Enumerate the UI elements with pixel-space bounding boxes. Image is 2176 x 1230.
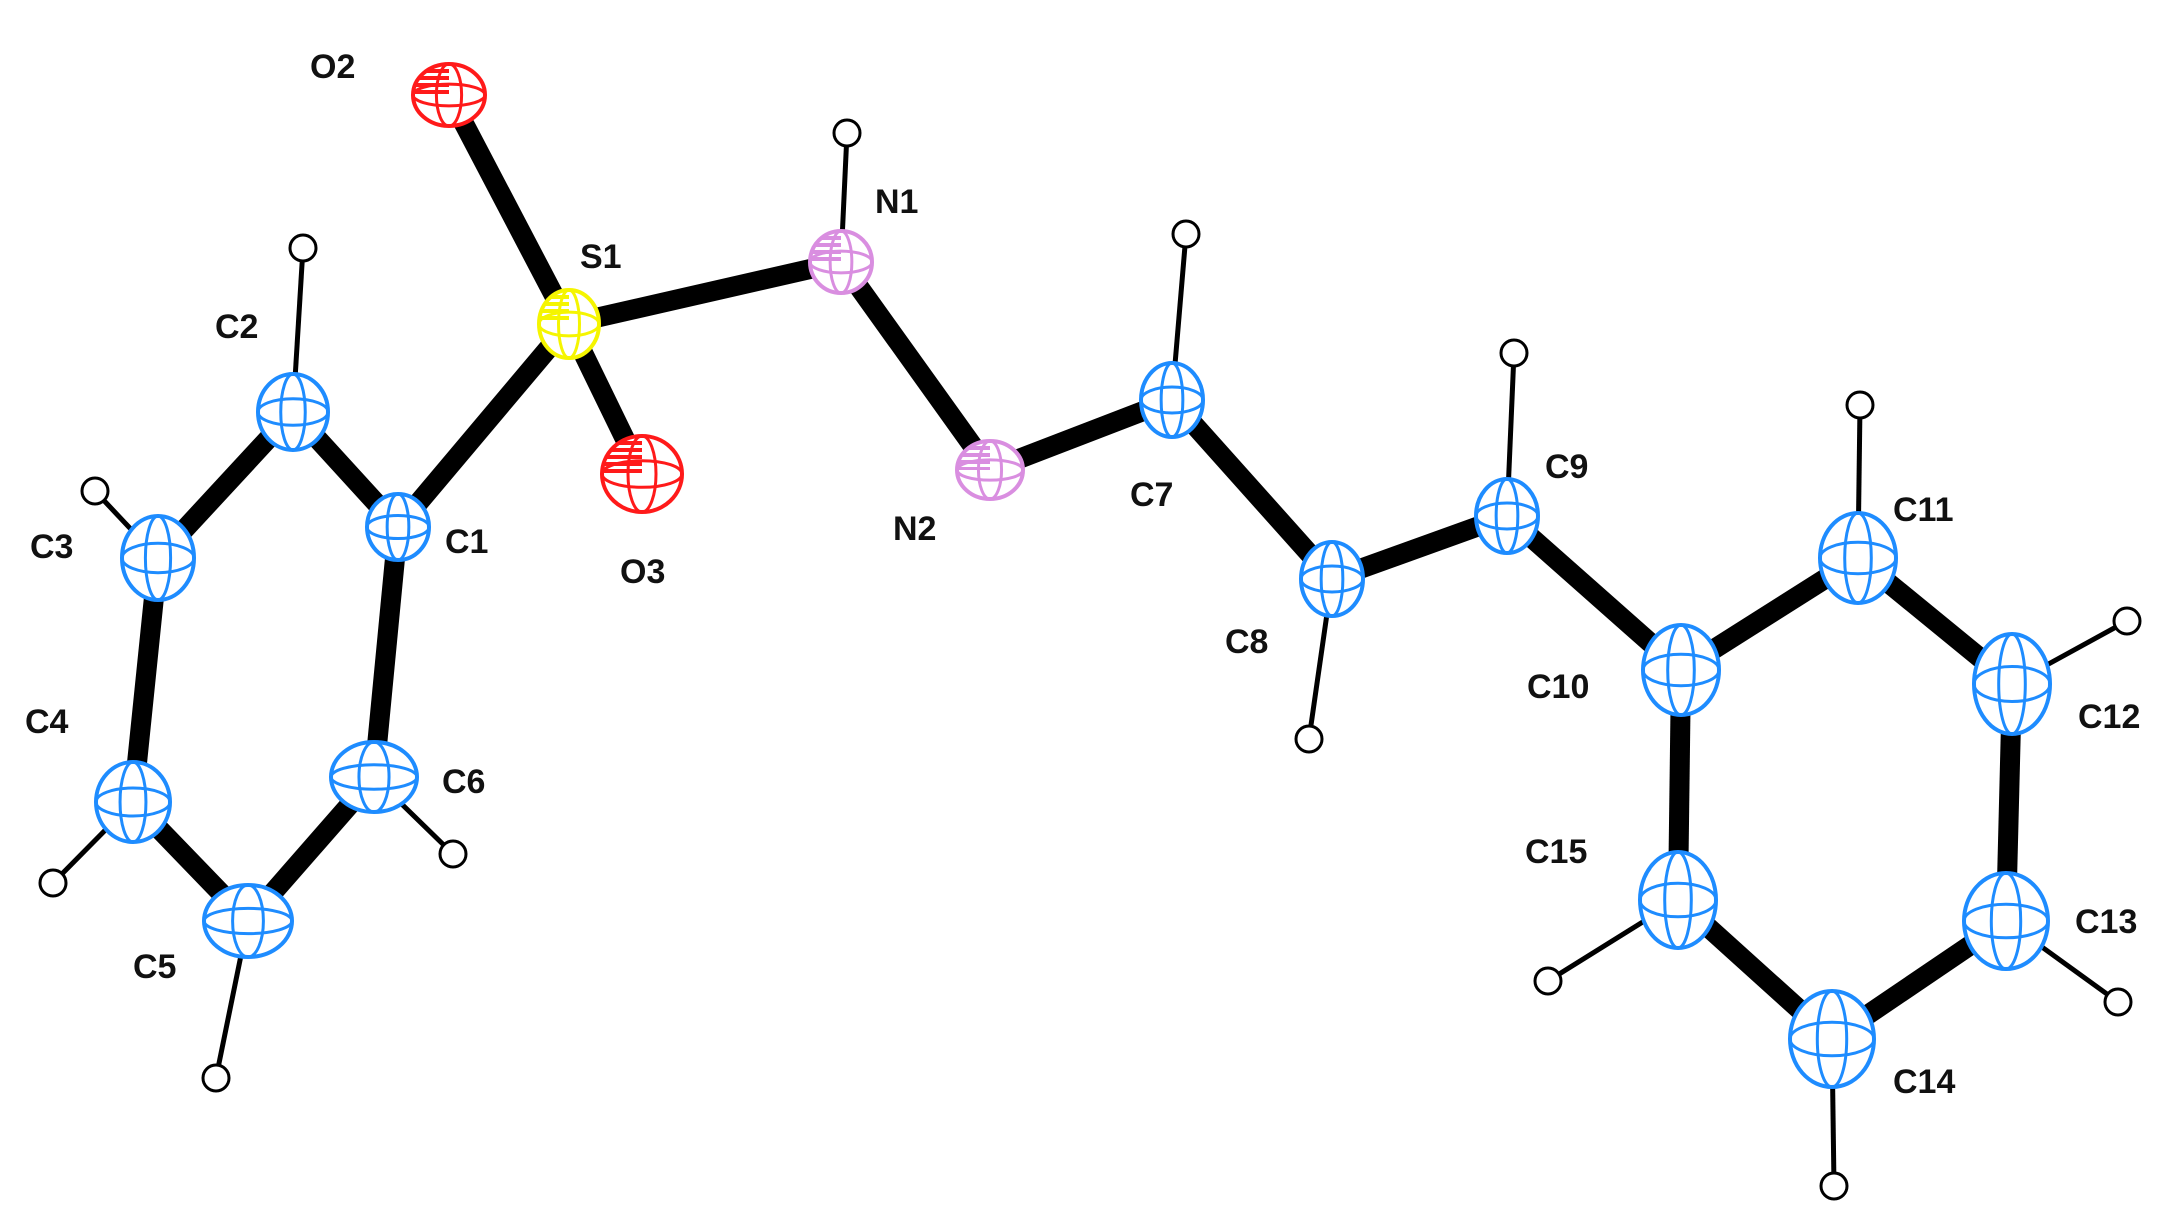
bond-C6-C1 xyxy=(364,526,408,778)
atom-C11 xyxy=(1818,511,1898,605)
atom-label-C5: C5 xyxy=(133,948,177,986)
atom-label-N1: N1 xyxy=(875,183,919,221)
atom-C5 xyxy=(202,883,294,959)
hydrogen-atom-C14 xyxy=(1819,1171,1849,1201)
heavy-atoms xyxy=(94,62,2052,1089)
atom-C14 xyxy=(1788,989,1876,1089)
atom-label-C4: C4 xyxy=(25,703,69,741)
atom-C6 xyxy=(329,740,419,814)
atom-O3 xyxy=(600,434,684,514)
atom-label-C2: C2 xyxy=(215,308,259,346)
hydrogen-atom-C4 xyxy=(38,868,68,898)
atom-O2 xyxy=(411,62,487,128)
atom-label-C13: C13 xyxy=(2075,903,2138,941)
atom-label-C12: C12 xyxy=(2078,698,2141,736)
atom-label-C1: C1 xyxy=(445,523,489,561)
hydrogen-atom-C12 xyxy=(2112,606,2142,636)
hydrogen-atom-C13 xyxy=(2103,987,2133,1017)
atom-C12 xyxy=(1972,632,2052,736)
atom-label-C15: C15 xyxy=(1525,833,1588,871)
atom-label-C9: C9 xyxy=(1545,448,1589,486)
hydrogen-atom-C5 xyxy=(201,1063,231,1093)
atom-label-C7: C7 xyxy=(1130,476,1174,514)
atom-label-O3: O3 xyxy=(620,553,666,591)
bond-S1-N1 xyxy=(566,252,844,334)
hydrogen-atom-C11 xyxy=(1845,390,1875,420)
atom-C13 xyxy=(1962,871,2050,971)
hydrogen-atom-C7 xyxy=(1171,219,1201,249)
atom-C2 xyxy=(256,372,330,452)
atom-C3 xyxy=(120,514,196,602)
atom-label-S1: S1 xyxy=(580,238,622,276)
atom-C4 xyxy=(94,760,172,844)
atom-N1 xyxy=(808,229,874,295)
atom-label-C10: C10 xyxy=(1527,668,1590,706)
bond-S1-O2 xyxy=(440,90,578,329)
atom-C8 xyxy=(1299,540,1365,618)
bond-C7-C8 xyxy=(1164,393,1340,586)
hydrogen-atoms xyxy=(38,118,2142,1201)
atom-label-N2: N2 xyxy=(893,510,937,548)
hydrogen-atom-N1 xyxy=(832,118,862,148)
atom-C15 xyxy=(1638,850,1718,950)
hydrogen-atom-C6 xyxy=(438,839,468,869)
hydrogen-atom-C9 xyxy=(1499,338,1529,368)
bond-S1-C1 xyxy=(390,317,577,534)
atom-label-C3: C3 xyxy=(30,528,74,566)
atom-label-C11: C11 xyxy=(1893,491,1954,529)
atom-N2 xyxy=(955,439,1025,501)
atom-C7 xyxy=(1139,361,1205,439)
bond-N1-N2 xyxy=(832,256,999,476)
atom-label-C8: C8 xyxy=(1225,623,1269,661)
atom-S1 xyxy=(537,288,601,360)
atom-label-O2: O2 xyxy=(310,48,356,86)
hydrogen-atom-C8 xyxy=(1294,724,1324,754)
hydrogen-atom-C15 xyxy=(1533,966,1563,996)
atom-C10 xyxy=(1641,623,1721,717)
atom-label-C14: C14 xyxy=(1893,1063,1956,1101)
hydrogen-atom-C2 xyxy=(288,233,318,263)
atom-label-C6: C6 xyxy=(442,763,486,801)
atom-C1 xyxy=(365,492,431,562)
atom-C9 xyxy=(1474,477,1540,555)
hydrogen-atom-C3 xyxy=(80,476,110,506)
